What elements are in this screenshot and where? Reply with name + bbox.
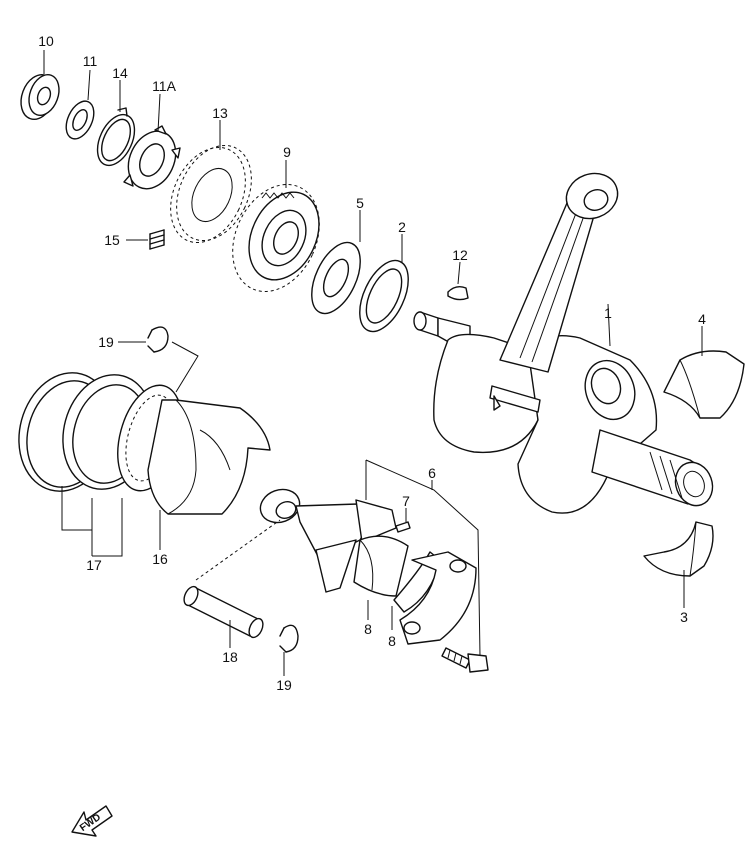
label-10: 10 — [38, 33, 54, 49]
part-10-nut — [20, 73, 60, 120]
label-14: 14 — [112, 65, 128, 81]
con-rod-cap — [399, 551, 477, 645]
part-18-piston-pin — [183, 585, 264, 639]
label-8-a: 8 — [364, 621, 372, 637]
label-8-b: 8 — [388, 633, 396, 649]
part-7-pin — [395, 521, 411, 533]
label-17: 17 — [86, 557, 102, 573]
con-rod-bolt — [441, 647, 489, 673]
part-11a-lock-washer — [123, 125, 181, 190]
label-7: 7 — [402, 493, 410, 509]
part-11-washer — [65, 100, 95, 140]
label-19-lower: 19 — [276, 677, 292, 693]
part-15-spring — [149, 229, 165, 250]
part-4-bearing — [663, 350, 745, 419]
label-19-upper: 19 — [98, 334, 114, 350]
label-6: 6 — [428, 465, 436, 481]
part-1-crankshaft — [413, 172, 714, 514]
label-12: 12 — [452, 247, 468, 263]
part-5-washer — [311, 241, 361, 315]
leader-lines — [43, 50, 703, 676]
label-16: 16 — [152, 551, 168, 567]
part-3-bearing — [643, 521, 714, 577]
part-9-gear — [232, 184, 320, 292]
label-1: 1 — [604, 305, 612, 321]
label-2: 2 — [398, 219, 406, 235]
label-9: 9 — [283, 144, 291, 160]
label-11: 11 — [83, 53, 98, 69]
part-17-piston-rings — [18, 372, 183, 492]
label-11a: 11A — [152, 78, 177, 94]
label-3: 3 — [680, 609, 688, 625]
label-13: 13 — [212, 105, 228, 121]
part-16-piston — [147, 399, 271, 515]
part-14-circlip — [96, 107, 136, 167]
label-5: 5 — [356, 195, 364, 211]
fwd-arrow-icon: FWD — [71, 805, 113, 837]
label-4: 4 — [698, 311, 706, 327]
part-19-circlip-upper — [147, 326, 169, 353]
part-13-gear — [170, 144, 252, 244]
part-19-circlip-lower — [279, 624, 299, 653]
part-8-bearing-a — [353, 535, 409, 597]
part-2-thrust-washer — [359, 259, 409, 333]
label-18: 18 — [222, 649, 238, 665]
part-6-connecting-rod — [259, 488, 397, 593]
part-12-key — [447, 285, 469, 301]
label-15: 15 — [104, 232, 120, 248]
